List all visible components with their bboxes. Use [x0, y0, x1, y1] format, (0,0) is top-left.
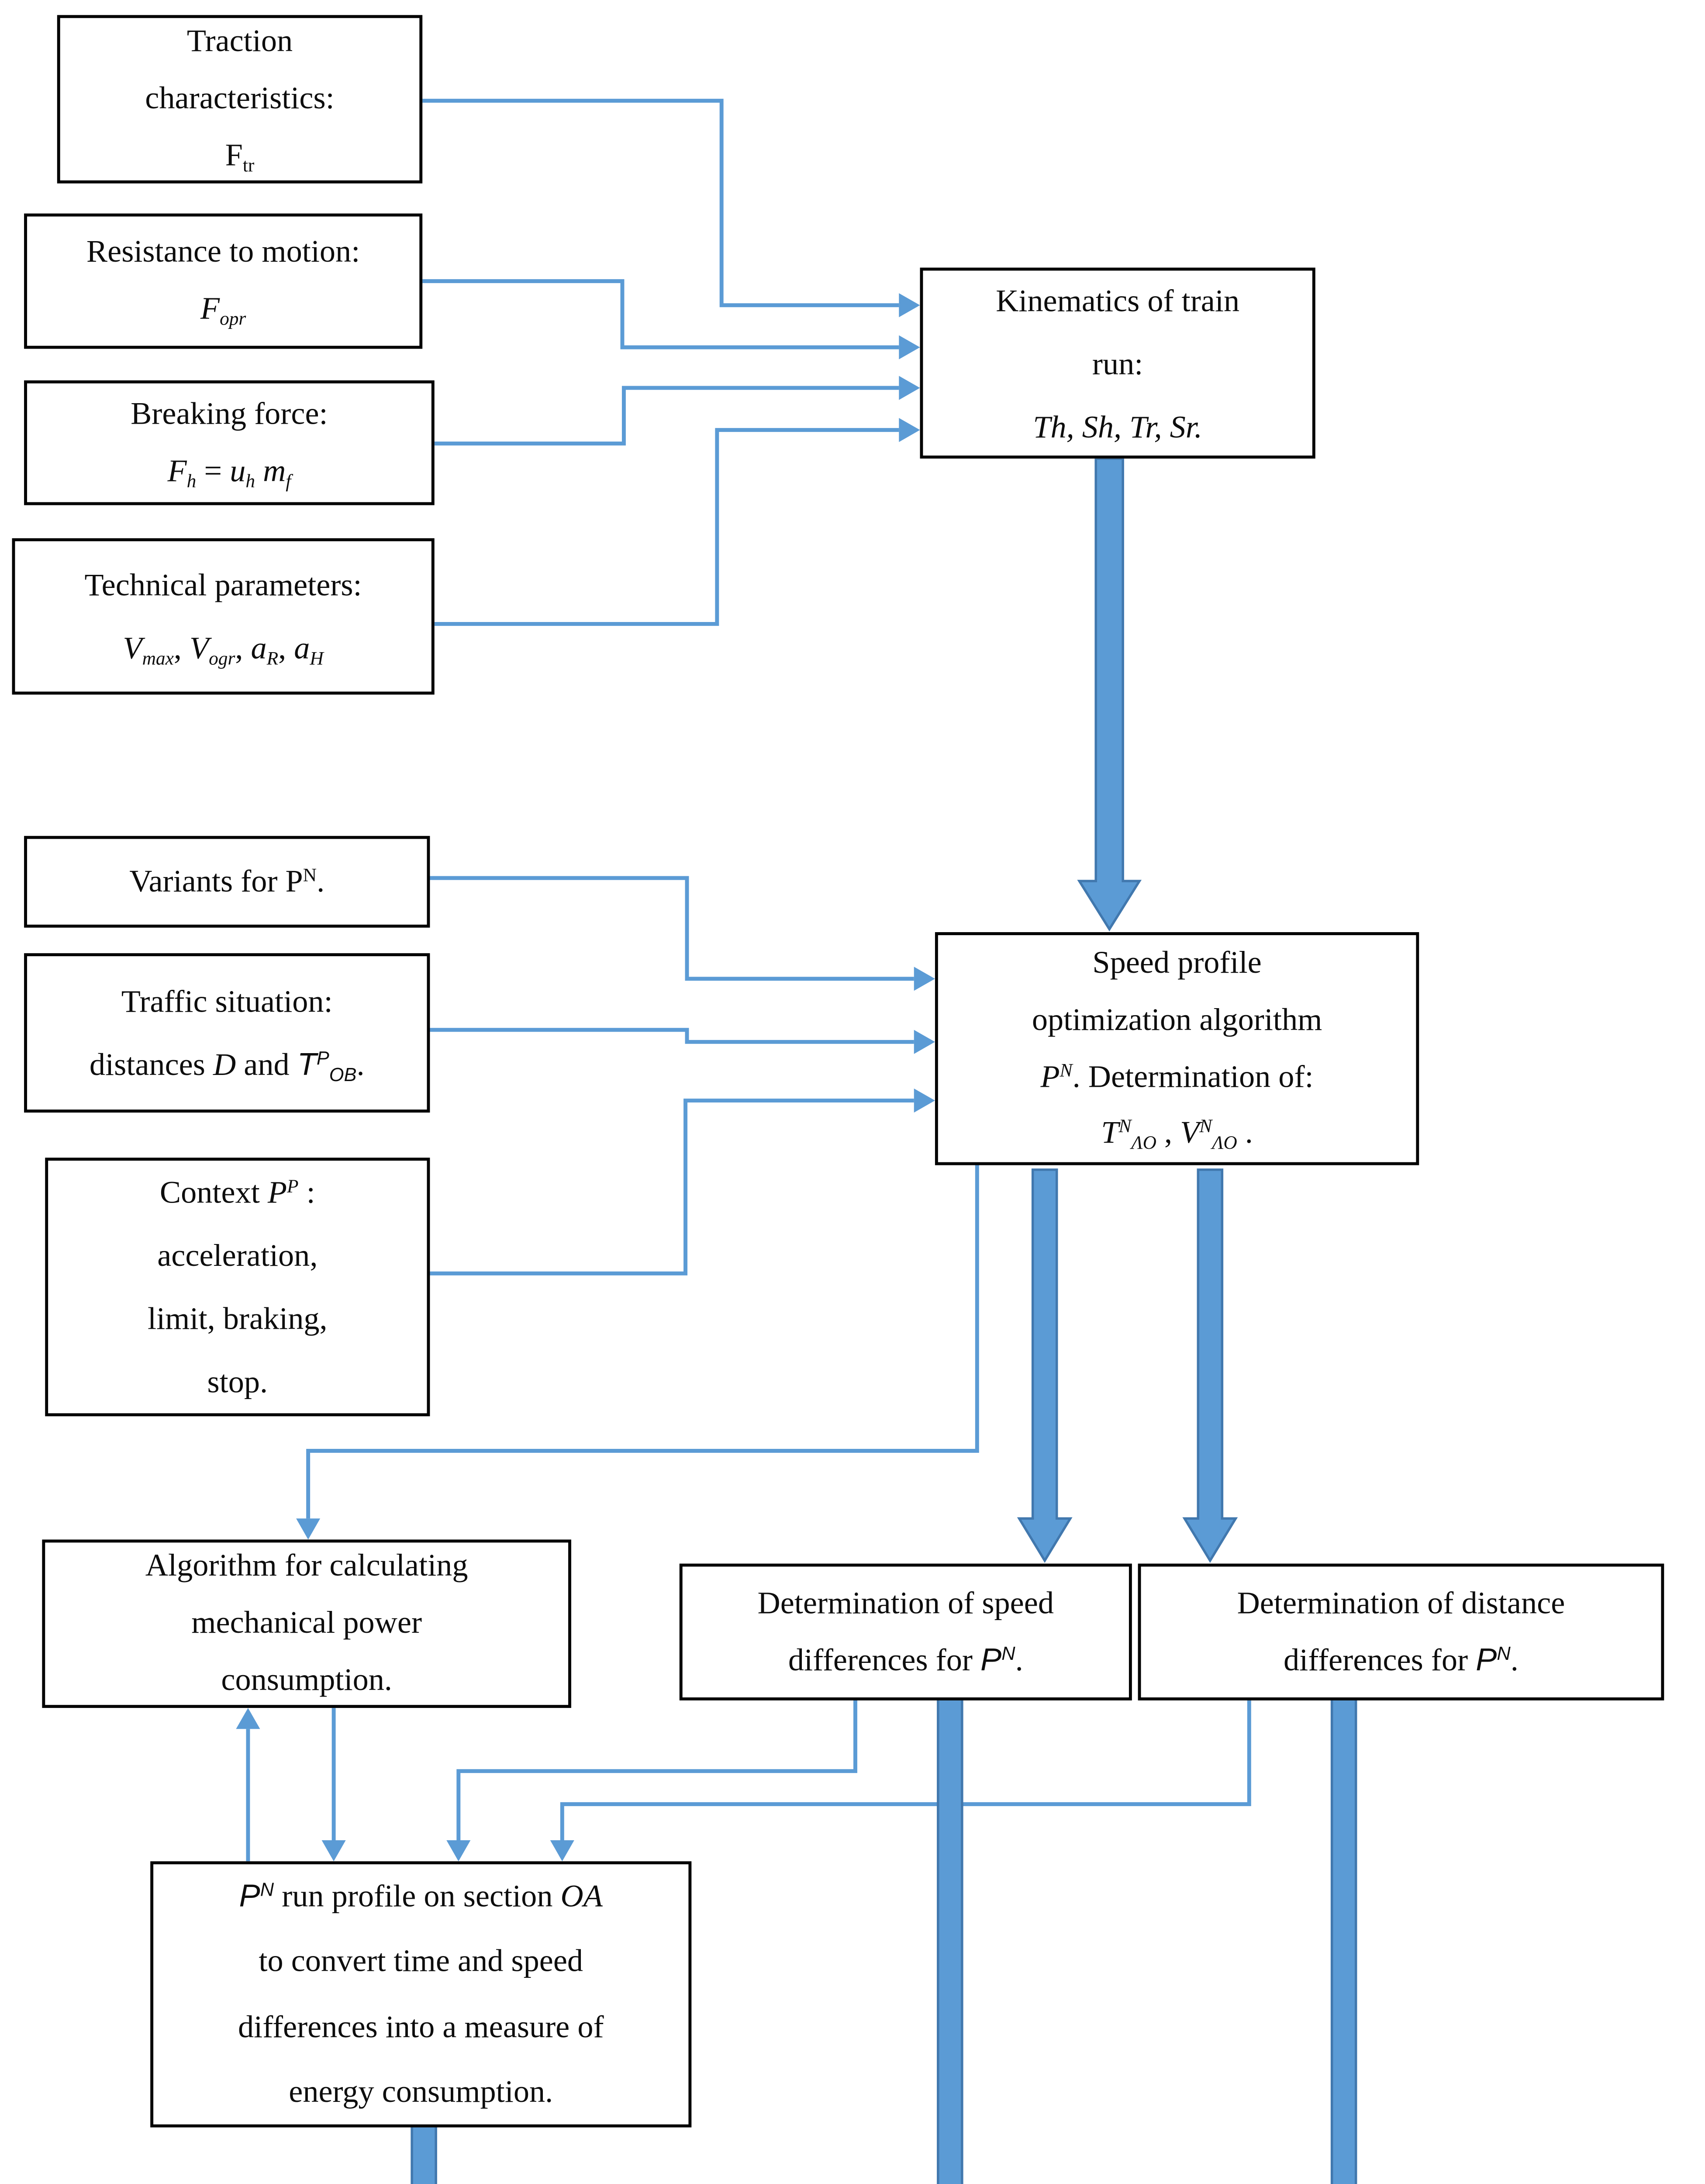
- box-text-line: Variants for PN.: [129, 862, 325, 898]
- box-variants: Variants for PN.: [24, 836, 430, 928]
- box-kinematics-of-train-run: Kinematics of train run: Th, Sh, Tr, Sr.: [920, 267, 1315, 459]
- box-text-line: acceleration,: [157, 1237, 318, 1274]
- connector-braking-to-kinematics: [434, 386, 899, 446]
- connector-speedprofile-to-algorithm: [306, 1165, 979, 1519]
- connector-variants-to-speedprofile: [430, 876, 914, 981]
- arrowhead-speeddiff-to-runprofile: [446, 1840, 471, 1862]
- thick-arrow-speedprofile-to-distdiff: [1182, 1168, 1238, 1563]
- connector-technical-to-kinematics: [434, 428, 899, 626]
- connector-traffic-to-speedprofile: [430, 1028, 914, 1044]
- thick-arrow-speeddiff-to-comparison: [937, 1694, 963, 2184]
- thick-arrow-distdiff-to-comparison: [1330, 1694, 1357, 2184]
- arrowhead-context-to-speedprofile: [914, 1089, 935, 1113]
- box-text-line: limit, braking,: [148, 1300, 328, 1337]
- arrowhead-braking-to-kinematics: [899, 376, 920, 400]
- box-text-line: Determination of speed: [757, 1584, 1054, 1621]
- box-text-line: Context PP :: [159, 1174, 315, 1210]
- thick-arrow-kinematics-to-speedprofile: [1077, 457, 1142, 932]
- box-text-line: energy consumption.: [289, 2072, 553, 2109]
- arrowhead-distdiff-to-runprofile: [550, 1840, 574, 1862]
- box-text-line: run:: [1092, 345, 1143, 381]
- box-mechanical-power-algorithm: Algorithm for calculating mechanical powe…: [42, 1539, 571, 1708]
- thick-arrow-runprofile-to-comparison: [411, 2123, 437, 2184]
- arrowhead-traffic-to-speedprofile: [914, 1030, 935, 1054]
- box-text-line: Technical parameters:: [84, 567, 362, 603]
- box-text-line: Kinematics of train: [996, 282, 1240, 318]
- arrowhead-speedprofile-to-algorithm: [296, 1518, 321, 1540]
- box-text-line: Vmax, Vogr, aR, aH: [123, 630, 324, 669]
- box-text-line: Breaking force:: [131, 395, 328, 431]
- box-text-line: Fh = uh mf: [167, 452, 291, 491]
- box-text-line: Resistance to motion:: [86, 233, 360, 270]
- box-traffic-situation: Traffic situation: distances D and TPOB.: [24, 953, 430, 1113]
- box-text-line: PN run profile on section OA: [239, 1878, 603, 1915]
- box-text-line: Ftr: [225, 136, 255, 176]
- box-text-line: Speed profile: [1092, 944, 1262, 980]
- box-traction-characteristics: Traction characteristics: Ftr: [57, 15, 423, 183]
- arrowhead-resistance-to-kinematics: [899, 335, 920, 359]
- connector-traction-to-kinematics: [422, 99, 899, 308]
- box-text-line: mechanical power: [191, 1604, 422, 1641]
- box-context: Context PP : acceleration, limit, braking,…: [45, 1158, 430, 1417]
- box-text-line: characteristics:: [145, 79, 335, 116]
- box-text-line: stop.: [207, 1363, 268, 1400]
- box-text-line: differences for PN.: [1283, 1641, 1519, 1677]
- box-text-line: PN. Determination of:: [1040, 1057, 1314, 1094]
- box-speed-differences: Determination of speed differences for PN…: [679, 1563, 1132, 1700]
- box-text-line: optimization algorithm: [1032, 1001, 1322, 1037]
- box-text-line: Th, Sh, Tr, Sr.: [1033, 408, 1202, 445]
- box-text-line: Traction: [186, 23, 293, 59]
- box-text-line: consumption.: [221, 1661, 392, 1697]
- arrowhead-algorithm-to-runprofile: [321, 1840, 346, 1862]
- box-text-line: Algorithm for calculating: [145, 1547, 468, 1584]
- box-text-line: TNΛO , VNΛO .: [1101, 1114, 1253, 1154]
- box-text-line: Determination of distance: [1237, 1584, 1565, 1621]
- box-text-line: distances D and TPOB.: [89, 1045, 365, 1085]
- box-text-line: Traffic situation:: [121, 982, 333, 1019]
- arrowhead-technical-to-kinematics: [899, 418, 920, 442]
- arrowhead-traction-to-kinematics: [899, 293, 920, 318]
- arrowhead-runprofile-to-algorithm: [236, 1708, 260, 1729]
- box-text-line: to convert time and speed: [259, 1943, 583, 1980]
- box-technical-parameters: Technical parameters: Vmax, Vogr, aR, aH: [12, 538, 435, 695]
- box-text-line: Fopr: [200, 290, 246, 329]
- box-run-profile-energy-measure: PN run profile on section OA to convert t…: [150, 1861, 692, 2128]
- arrowhead-variants-to-speedprofile: [914, 967, 935, 991]
- connector-resistance-to-kinematics: [422, 279, 899, 349]
- connector-distdiff-to-runprofile: [560, 1700, 1251, 1841]
- box-distance-differences: Determination of distance differences for…: [1138, 1563, 1664, 1700]
- connector-speeddiff-to-runprofile: [456, 1700, 857, 1841]
- box-text-line: differences for PN.: [788, 1641, 1023, 1677]
- box-text-line: differences into a measure of: [238, 2008, 604, 2044]
- thick-arrow-speedprofile-to-speeddiff: [1017, 1168, 1073, 1563]
- box-resistance-to-motion: Resistance to motion: Fopr: [24, 213, 423, 349]
- box-breaking-force: Breaking force: Fh = uh mf: [24, 380, 435, 505]
- connector-context-to-speedprofile: [430, 1099, 914, 1275]
